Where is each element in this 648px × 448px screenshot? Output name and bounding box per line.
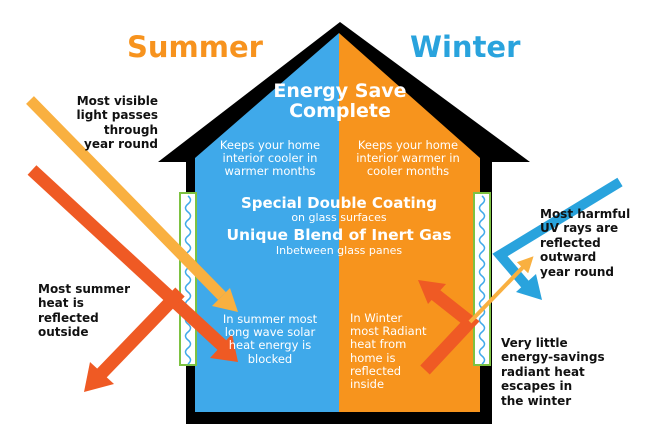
text-line: through (103, 122, 158, 137)
text-line: year round (540, 264, 614, 279)
summer-heat-arrow (27, 165, 230, 353)
coating-title: Special Double Coating (240, 194, 438, 212)
text-line: most Radiant (350, 324, 427, 339)
text-line: Very little (501, 336, 568, 350)
text-line: energy-savings (501, 350, 605, 365)
text-line: Keeps your home (219, 138, 321, 152)
right-window-wave (478, 195, 486, 365)
text-line: outside (38, 325, 89, 340)
uv-arrow (492, 177, 623, 294)
house-right-orange (339, 33, 480, 412)
visible-light-arrow (26, 96, 226, 300)
text-line: reflected (540, 235, 601, 250)
gas-title: Unique Blend of Inert Gas (226, 225, 452, 244)
text-line: In summer most (222, 312, 318, 326)
text-line: Most summer (38, 282, 130, 296)
text-line: UV rays are (540, 221, 619, 236)
text-line: blocked (247, 351, 293, 366)
house-heading: Energy Save Complete (240, 80, 440, 122)
text-line: interior cooler in (222, 151, 318, 166)
text-line: heat from (350, 337, 407, 352)
text-line: In Winter (350, 311, 403, 325)
text-line: reflected (38, 310, 99, 325)
summer-reflect-arrow (95, 287, 185, 380)
left-window-wave (184, 195, 192, 365)
summer-title: Summer (127, 30, 263, 64)
text-line: long wave solar (224, 325, 316, 340)
text-line: heat energy is (228, 338, 312, 353)
text-line: Keeps your home (357, 138, 459, 152)
text-line: heat is (38, 296, 84, 311)
text-line: Most harmful (540, 207, 631, 221)
text-line: home is (350, 350, 396, 365)
text-line: inside (350, 377, 385, 392)
text-line: cooler months (366, 164, 450, 179)
house-left-blue (195, 33, 339, 412)
gas-subtitle: Inbetween glass panes (275, 243, 403, 257)
escape-heat-arrow (468, 256, 534, 324)
summer-reflect-arrowhead (84, 362, 114, 392)
text-line: the winter (501, 393, 572, 408)
text-line: year round (84, 137, 158, 152)
text-line: reflected (350, 363, 402, 378)
text-line: light passes (76, 108, 158, 123)
coating-block: Special Double Coating on glass surfaces… (200, 194, 478, 257)
coating-subtitle: on glass surfaces (291, 211, 387, 225)
uv-arrowhead (516, 274, 542, 300)
text-line: warmer months (224, 164, 316, 179)
visible-light-arrowhead (212, 288, 238, 312)
heading-line-2: Complete (289, 99, 391, 122)
text-line: radiant heat (501, 364, 585, 379)
heading-line-1: Energy Save (273, 80, 407, 102)
text-line: outward (540, 250, 597, 265)
text-line: Most visible (76, 94, 158, 108)
text-line: escapes in (501, 379, 573, 394)
text-line: interior warmer in (356, 151, 460, 166)
summer-heat-arrowhead (210, 334, 238, 362)
winter-title: Winter (410, 30, 521, 64)
winter-radiant-arrowhead (418, 280, 446, 304)
